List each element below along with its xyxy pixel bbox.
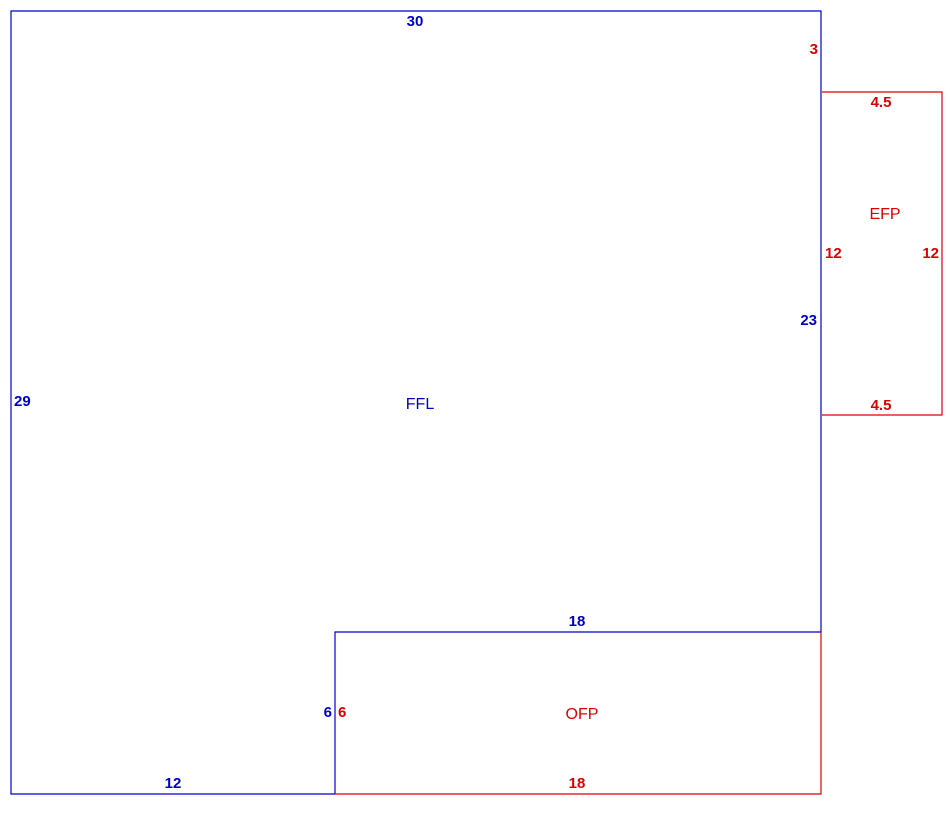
ffl-top-dimension: 30 — [407, 13, 424, 30]
efp-right-dimension: 12 — [922, 245, 939, 262]
ofp-outline — [335, 632, 822, 795]
ofp-left-dimension: 6 — [338, 704, 346, 721]
ofp-bottom-dimension: 18 — [569, 775, 586, 792]
efp-top-dimension: 4.5 — [871, 94, 892, 111]
efp-left-dimension: 12 — [825, 245, 842, 262]
ffl-right-dimension: 23 — [800, 312, 817, 329]
efp-bottom-dimension: 4.5 — [871, 397, 892, 414]
ffl-notch-top-dimension: 18 — [569, 613, 586, 630]
ffl-notch-side-dimension: 6 — [324, 704, 332, 721]
ffl-outline — [10, 10, 822, 795]
ffl-offset-dimension: 3 — [810, 41, 818, 58]
efp-outline — [822, 91, 943, 416]
ffl-bottom-dimension: 12 — [165, 775, 182, 792]
ffl-left-dimension: 29 — [14, 393, 31, 410]
ofp-area-label: OFP — [566, 706, 599, 723]
ffl-area-label: FFL — [406, 396, 435, 413]
efp-area-label: EFP — [869, 206, 900, 223]
